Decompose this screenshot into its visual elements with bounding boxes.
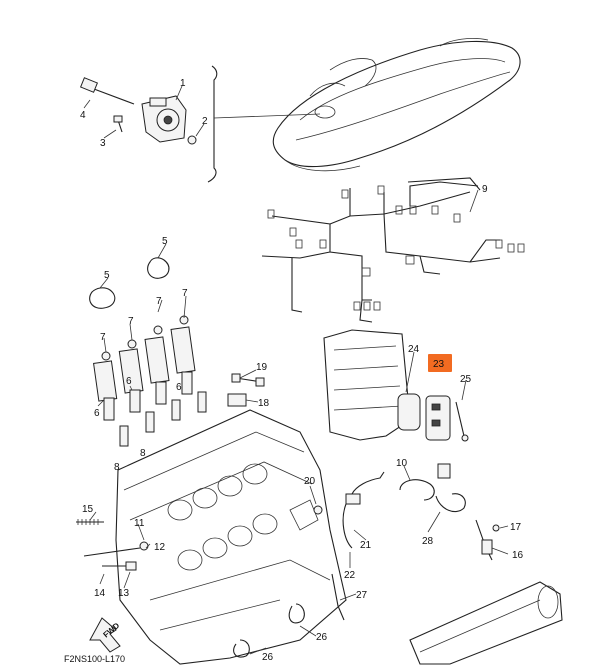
callout-26b[interactable]: 26 (262, 652, 274, 663)
callout-21[interactable]: 21 (360, 540, 372, 551)
callout-9[interactable]: 9 (482, 184, 488, 195)
callout-22[interactable]: 22 (344, 570, 356, 581)
callout-6c[interactable]: 6 (176, 382, 182, 393)
callout-7c[interactable]: 7 (128, 316, 134, 327)
highlight-box (428, 354, 452, 372)
group-bracket (207, 65, 218, 183)
engine-block (115, 409, 347, 665)
callout-6b[interactable]: 6 (126, 376, 132, 387)
callout-6a[interactable]: 6 (94, 408, 100, 419)
callout-16[interactable]: 16 (512, 550, 524, 561)
ecu-mount-assembly (323, 329, 469, 442)
callout-23[interactable]: 23 (433, 359, 445, 370)
callout-2[interactable]: 2 (202, 116, 208, 127)
callout-14[interactable]: 14 (94, 588, 106, 599)
throttle-body-assembly (79, 77, 197, 145)
callout-8a[interactable]: 8 (114, 462, 120, 473)
hose-clamps (399, 463, 466, 513)
callout-7d[interactable]: 7 (100, 332, 106, 343)
callout-5a[interactable]: 5 (162, 236, 168, 247)
figure-code: F2NS100-L170 (64, 654, 125, 664)
temperature-sensor (475, 519, 500, 561)
callout-26a[interactable]: 26 (316, 632, 328, 643)
fwd-arrow (89, 617, 121, 653)
sensor-parts (227, 373, 265, 407)
callout-7a[interactable]: 7 (182, 288, 188, 299)
callout-3[interactable]: 3 (100, 138, 106, 149)
callout-17[interactable]: 17 (510, 522, 522, 533)
callout-25[interactable]: 25 (460, 374, 472, 385)
callout-18[interactable]: 18 (258, 398, 270, 409)
callout-leaders (83, 85, 509, 655)
callout-28[interactable]: 28 (422, 536, 434, 547)
callout-15[interactable]: 15 (82, 504, 94, 515)
callout-12[interactable]: 12 (154, 542, 166, 553)
callout-13[interactable]: 13 (118, 588, 130, 599)
knock-sensor-cable (76, 519, 149, 571)
band-clamps (233, 573, 345, 658)
exhaust-pipe (409, 581, 563, 665)
callout-27[interactable]: 27 (356, 590, 368, 601)
callout-labels: 1 2 3 4 5 5 6 6 6 7 7 7 7 8 8 9 10 11 12… (80, 78, 524, 663)
watercraft-illustration (272, 38, 521, 172)
callout-20[interactable]: 20 (304, 476, 316, 487)
sensor-lead (313, 471, 385, 549)
callout-7b[interactable]: 7 (156, 296, 162, 307)
callout-24[interactable]: 24 (408, 344, 420, 355)
callout-1[interactable]: 1 (180, 78, 186, 89)
callout-19[interactable]: 19 (256, 362, 268, 373)
callout-11[interactable]: 11 (134, 518, 145, 529)
wiring-harness (261, 177, 525, 323)
callout-5b[interactable]: 5 (104, 270, 110, 281)
callout-4[interactable]: 4 (80, 110, 86, 121)
callout-8b[interactable]: 8 (140, 448, 146, 459)
callout-10[interactable]: 10 (396, 458, 408, 469)
ignition-coils (93, 315, 207, 447)
